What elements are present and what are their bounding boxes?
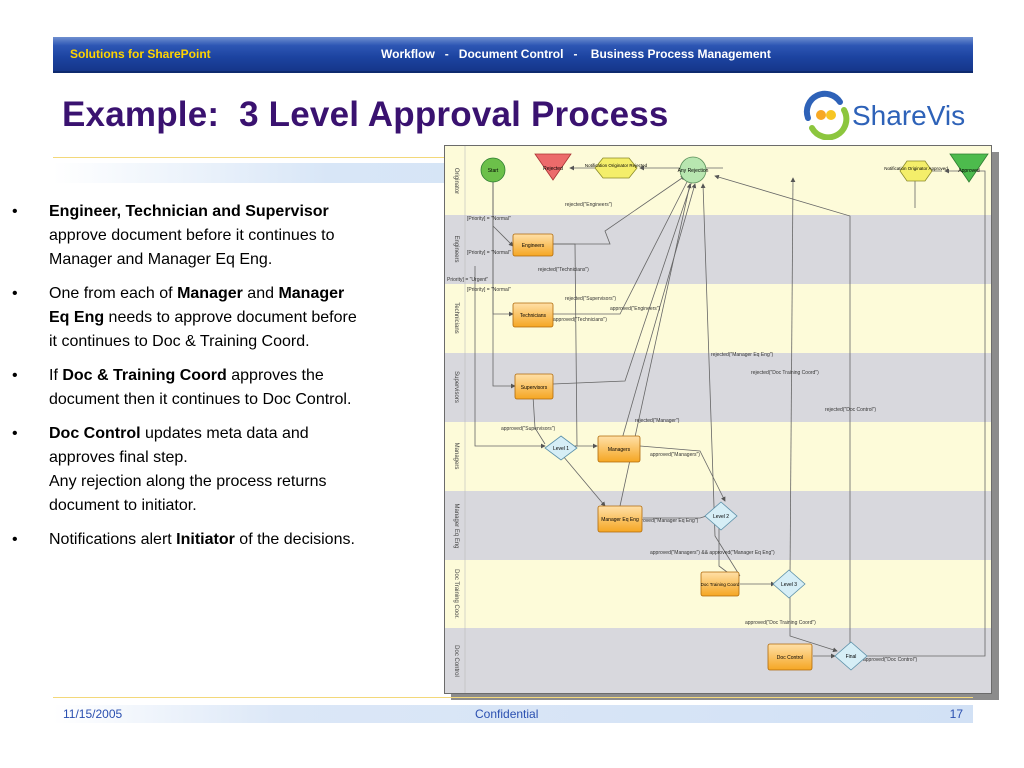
lane-label: Technicians (453, 302, 459, 333)
technicians-task: Technicians (512, 302, 554, 328)
footer-bar: 11/15/2005 Confidential 17 (53, 705, 973, 723)
level1-gateway: Level 1 (544, 435, 578, 461)
approved-node-label: Approved (958, 168, 980, 174)
edge-label: [Priority] = "Normal" (467, 287, 511, 293)
edge-label: rejected("Manager Eq Eng") (711, 352, 774, 358)
any-rejection-node: Any Rejection (678, 156, 709, 184)
doc-control-task: Doc Control (767, 643, 813, 671)
start-node-label: Start (488, 168, 499, 174)
bullet-text: needs to approve document before it cont… (49, 309, 357, 350)
final-label: Final (846, 654, 857, 660)
lane-bg (445, 628, 991, 693)
sharevis-logo: ShareVis (800, 88, 980, 141)
start-node: Start (480, 157, 506, 183)
final-gateway: Final (834, 641, 868, 671)
engineers-task: Engineers (512, 233, 554, 257)
edge-label: Priority] = "Urgent" (447, 277, 488, 283)
rejected-node: Rejected (534, 153, 572, 181)
edge-label: approved("Doc Control") (863, 657, 917, 663)
bullet-text: If (49, 367, 63, 384)
bullet-bold-text: Doc Control (49, 425, 141, 442)
lane-label: Doc Training Coor. (453, 569, 459, 619)
edge-label: approved("Doc Training Coord") (745, 620, 816, 626)
notification-rejected-label: Notification Originator Rejected (585, 163, 648, 168)
edge-label: [Priority] = "Normal" (467, 250, 511, 256)
manager-eq-eng-label: Manager Eq Eng (601, 517, 639, 523)
lane-bg (445, 422, 991, 491)
logo-text: ShareVis (852, 100, 966, 131)
edge-label: approved("Managers") (650, 452, 700, 458)
bullet-text: and (242, 285, 279, 302)
edge-label: rejected("Technicians") (538, 267, 589, 273)
edge-label: approved("Managers") && approved("Manage… (650, 550, 775, 556)
bullet-item: Notifications alert Initiator of the dec… (12, 528, 364, 552)
bullet-text: approve document before it continues to … (49, 227, 335, 268)
level3-gateway: Level 3 (772, 569, 806, 599)
bullet-text: Notifications alert (49, 531, 177, 548)
edge-label: [Priority] = "Normal" (467, 216, 511, 222)
lane-label: Doc Control (453, 645, 459, 677)
footer-rule (53, 697, 973, 698)
bullet-bold-text: Manager Eq Eng (49, 285, 345, 326)
lane-label: Manager Eq Eng (453, 503, 459, 548)
level2-gateway: Level 2 (704, 501, 738, 531)
doc-control-label: Doc Control (777, 655, 803, 661)
lane-label: Managers (453, 443, 459, 470)
bullet-bold-text: Engineer, Technician and Supervisor (49, 203, 329, 220)
bullet-bold-text: Manager (177, 285, 243, 302)
any-rejection-label: Any Rejection (678, 168, 709, 174)
level2-label: Level 2 (713, 514, 729, 520)
bullet-item: One from each of Manager and Manager Eq … (12, 282, 364, 354)
edge-label: rejected("Doc Control") (825, 407, 876, 413)
bullet-item: Doc Control updates meta data and approv… (12, 422, 364, 518)
lane-label: Supervisors (453, 371, 459, 403)
doc-training-task: Doc Training Coord (700, 571, 740, 597)
bullet-item: If Doc & Training Coord approves the doc… (12, 364, 364, 412)
doc-training-label: Doc Training Coord (701, 582, 740, 587)
bullet-bold-text: Doc & Training Coord (62, 367, 227, 384)
bullet-text: approves the document then it continues … (49, 367, 352, 408)
edge-label: rejected("Supervisors") (565, 296, 616, 302)
bullet-text: of the decisions. (234, 531, 355, 548)
technicians-task-label: Technicians (520, 313, 547, 319)
edge-label: approved("Supervisors") (501, 426, 555, 432)
footer-confidential: Confidential (475, 707, 539, 721)
bullet-text: updates meta data and approves final ste… (49, 425, 327, 514)
sharevis-logo-icon (803, 90, 850, 141)
workflow-diagram: Originator Engineers Technicians Supervi… (444, 145, 992, 694)
notification-rejected-node: Notification Originator Rejected (585, 157, 648, 179)
notification-approved-label: Notification Originator Approved (884, 166, 948, 171)
manager-eq-eng-task: Manager Eq Eng (597, 505, 643, 533)
lane-bg (445, 146, 991, 215)
edge-label: rejected("Doc Training Coord") (751, 370, 819, 376)
bullet-item: Engineer, Technician and Supervisor appr… (12, 200, 364, 272)
edge-label: rejected("Manager") (635, 418, 680, 424)
header-banner: Solutions for SharePoint Workflow - Docu… (53, 37, 973, 73)
level3-label: Level 3 (781, 582, 797, 588)
page-number: 17 (949, 707, 963, 721)
managers-task: Managers (597, 435, 641, 463)
engineers-task-label: Engineers (522, 243, 545, 249)
supervisors-task-label: Supervisors (521, 385, 548, 391)
approved-node: Approved (949, 153, 989, 183)
supervisors-task: Supervisors (514, 373, 554, 400)
edge-label: approved("Manager Eq Eng") (633, 518, 699, 524)
header-left-label: Solutions for SharePoint (70, 47, 211, 61)
edge-label: approved("Technicians") (553, 317, 607, 323)
rejected-node-label: Rejected (543, 166, 563, 172)
edge-label: approved("Engineers") (610, 306, 661, 312)
slide-title: Example: 3 Level Approval Process (62, 95, 669, 134)
edge-label: rejected("Engineers") (565, 202, 613, 208)
lane-label: Originator (453, 168, 459, 194)
level1-label: Level 1 (553, 446, 569, 452)
managers-task-label: Managers (608, 447, 631, 453)
bullet-list: Engineer, Technician and Supervisor appr… (12, 200, 364, 562)
notification-approved-node: Notification Originator Approved (884, 160, 948, 182)
bullet-text: One from each of (49, 285, 178, 302)
header-right-label: Workflow - Document Control - Business P… (381, 47, 771, 61)
footer-date: 11/15/2005 (63, 707, 123, 721)
lane-label: Engineers (453, 235, 459, 262)
bullet-bold-text: Initiator (176, 531, 235, 548)
